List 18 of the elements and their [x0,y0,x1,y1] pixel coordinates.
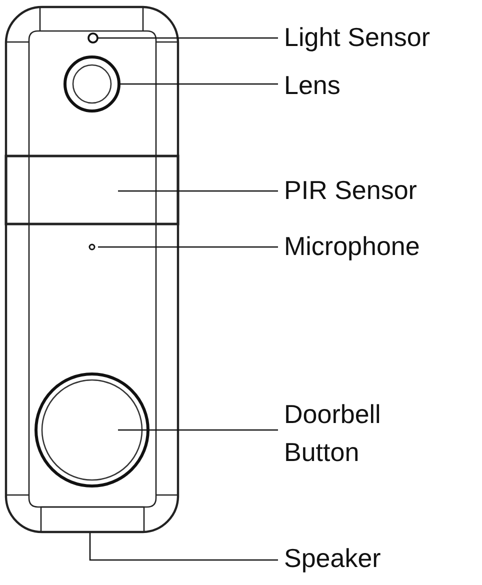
part-label: Light Sensor [284,18,430,56]
microphone-hole [88,244,96,250]
sensor-dot [88,32,98,44]
leader-line [98,37,278,39]
part-label: PIR Sensor [284,171,417,209]
leader-line [118,190,278,192]
part-label: Speaker [284,539,381,577]
leader-line [119,83,278,85]
part-label: Microphone [284,227,420,265]
sensor-band [4,154,180,226]
leader-line [98,246,278,248]
leader-line [118,429,278,431]
leader-line [89,533,278,561]
speaker-edge [40,506,145,533]
round-button [34,372,150,488]
part-label: Lens [284,66,340,104]
camera-lens [64,56,120,112]
part-label: Doorbell Button [284,395,424,471]
